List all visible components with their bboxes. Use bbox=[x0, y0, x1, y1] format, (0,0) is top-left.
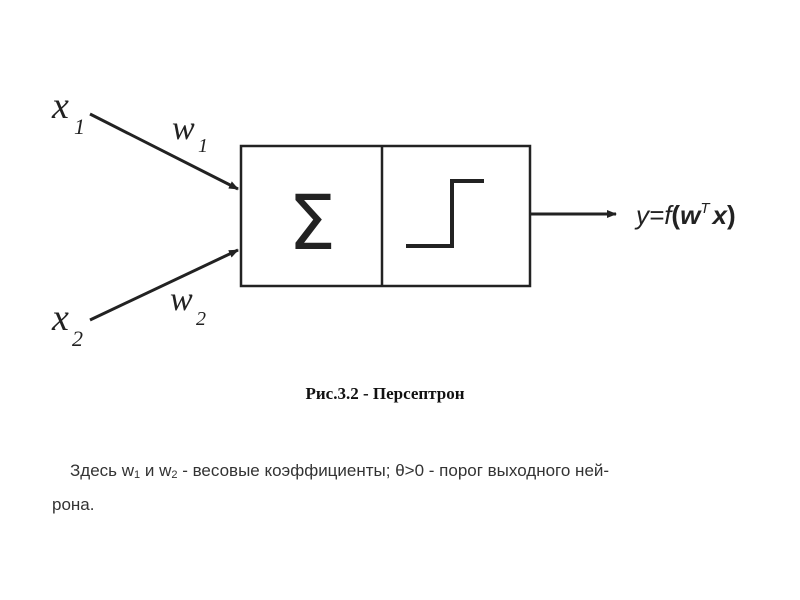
svg-text:1: 1 bbox=[74, 114, 85, 139]
svg-text:2: 2 bbox=[196, 308, 206, 330]
svg-text:1: 1 bbox=[198, 135, 208, 157]
svg-text:x: x bbox=[51, 85, 69, 127]
input-x1-label: x 1 bbox=[51, 85, 85, 139]
svg-text:w: w bbox=[172, 110, 195, 147]
input-arrow-2 bbox=[89, 248, 239, 322]
input-x2-label: x 2 bbox=[51, 297, 83, 351]
input-arrow-1 bbox=[89, 112, 239, 191]
svg-text:x: x bbox=[51, 297, 69, 339]
explanation-line-2: рона. bbox=[52, 495, 95, 514]
weight-w1-label: w 1 bbox=[172, 110, 208, 157]
svg-text:2: 2 bbox=[72, 326, 83, 351]
step-function-icon bbox=[406, 179, 484, 248]
weight-w2-label: w 2 bbox=[170, 281, 206, 330]
sum-symbol: Σ bbox=[288, 178, 336, 267]
explanation-line-1: Здесь w1 и w2 - весовые коэффициенты; θ>… bbox=[70, 461, 610, 481]
svg-text:w: w bbox=[170, 281, 193, 318]
figure-caption: Рис.3.2 - Персептрон bbox=[305, 384, 465, 403]
explanation-text: Здесь w1 и w2 - весовые коэффициенты; θ>… bbox=[52, 456, 772, 520]
neuron-box bbox=[239, 144, 532, 288]
